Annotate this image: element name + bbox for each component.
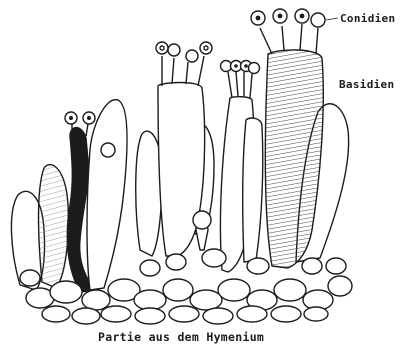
subhymenium-cell [50, 281, 82, 303]
subhymenium-cell [134, 290, 166, 310]
sterigma [198, 56, 204, 86]
paraphysis-cell [39, 165, 69, 288]
subhymenium-cell [247, 258, 269, 274]
sterigma [316, 28, 318, 54]
subhymenium-cell [237, 306, 267, 322]
conidium-spore [168, 44, 180, 56]
conidium-spore [311, 13, 325, 27]
conidium-spore [249, 63, 260, 74]
cell-nucleus [101, 143, 115, 157]
label-conidien: Conidien [340, 12, 395, 25]
subhymenium-cell [101, 306, 131, 322]
subhymenium-cell [135, 308, 165, 324]
sterigma [300, 24, 302, 50]
subhymenium-cell [218, 279, 250, 301]
subhymenium-cell [203, 308, 233, 324]
label-basidien: Basidien [339, 78, 394, 91]
sterigma [186, 62, 188, 84]
sterigma [172, 58, 174, 84]
subhymenium-cell [302, 258, 322, 274]
subhymenium-cell [72, 308, 100, 324]
subhymenium-cell [190, 290, 222, 310]
figure-caption: Partie aus dem Hymenium [98, 330, 264, 344]
subhymenium-cell [169, 306, 199, 322]
sterigma [260, 28, 272, 54]
label-pointer [326, 18, 338, 20]
basidium-young [87, 100, 127, 290]
conidium-spore [186, 50, 198, 62]
subhymenium-cell [328, 276, 352, 296]
conidium-spore [200, 42, 212, 54]
subhymenium-cell [274, 279, 306, 301]
sterigma [236, 72, 238, 96]
subhymenium-cell [163, 279, 193, 301]
bud-cell-head [193, 211, 211, 229]
subhymenium-cell [166, 254, 186, 270]
subhymenium-cell [326, 258, 346, 274]
basidium-right [243, 118, 263, 262]
subhymenium-cell [42, 306, 70, 322]
sterigma [86, 124, 88, 136]
subhymenium-cell [82, 290, 110, 310]
subhymenium-cell [304, 307, 328, 321]
subhymenium-cell [20, 270, 40, 286]
sterigma [282, 26, 284, 50]
subhymenium-cell [271, 306, 301, 322]
subhymenium-cell [202, 249, 226, 267]
sterigma [250, 74, 252, 98]
sterigma [228, 72, 232, 98]
subhymenium-cell [140, 260, 160, 276]
conidium-spore [156, 42, 168, 54]
